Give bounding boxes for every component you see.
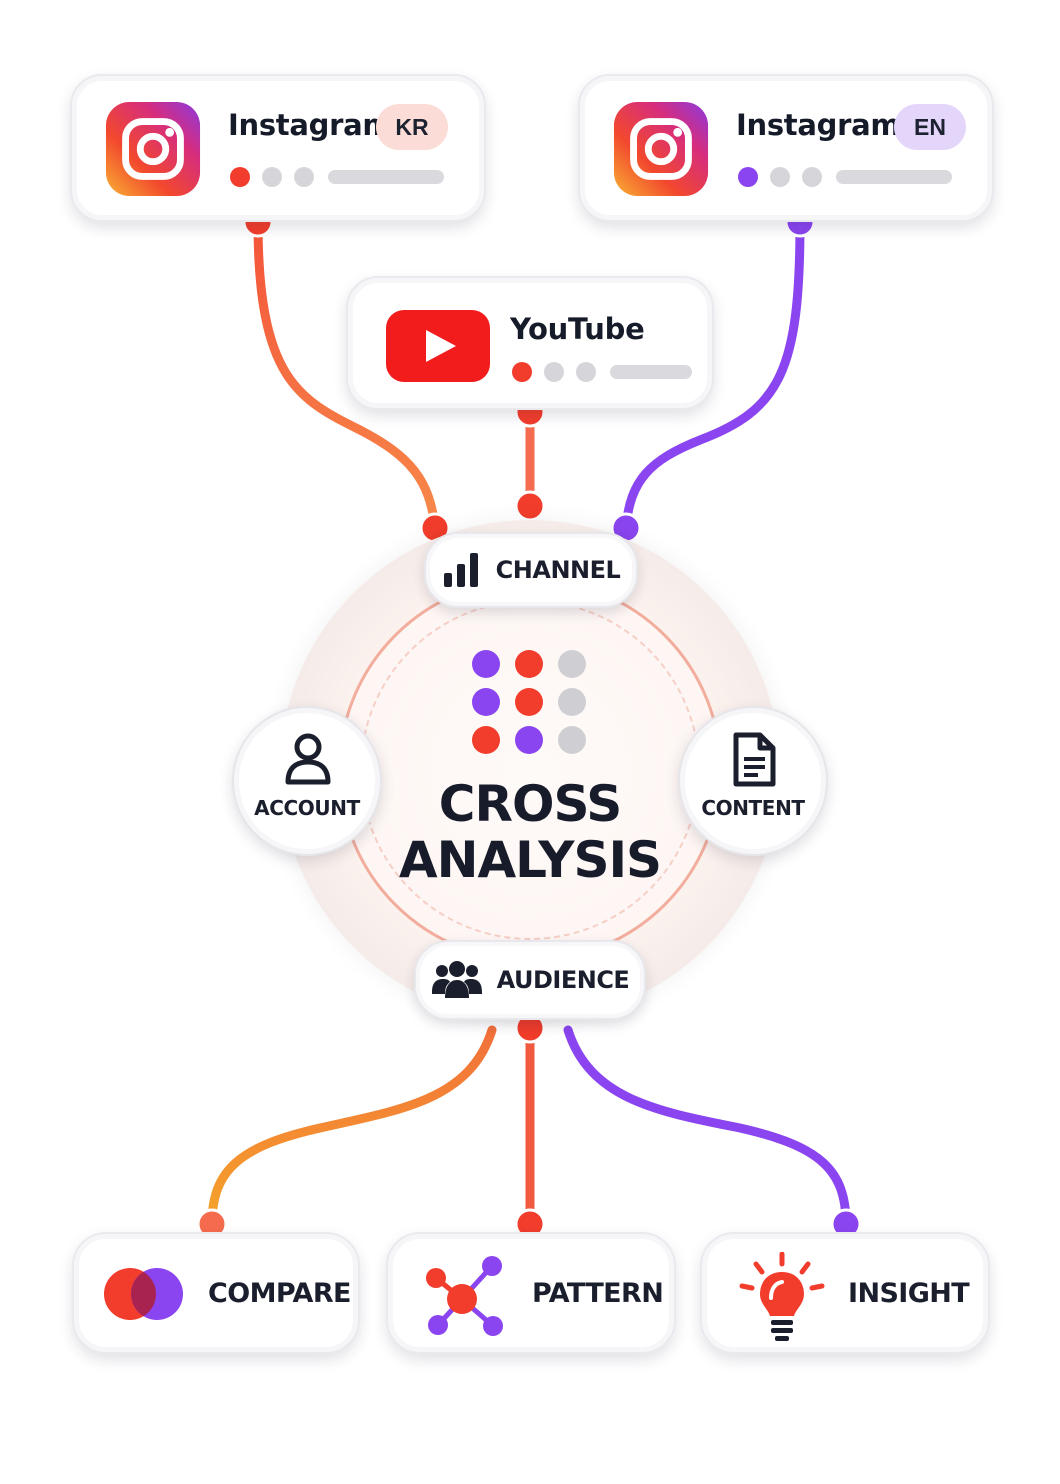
dimension-content[interactable]: CONTENT: [678, 706, 828, 856]
status-indicator: [230, 167, 444, 187]
placeholder-bar: [328, 170, 444, 184]
dimension-audience[interactable]: AUDIENCE: [414, 940, 646, 1020]
dimension-label: CHANNEL: [495, 556, 621, 584]
venn-circles-icon: [104, 1268, 183, 1320]
output-card-insight[interactable]: INSIGHT: [700, 1232, 990, 1354]
grid-dot: [472, 726, 500, 754]
endpoint-dot: [514, 490, 546, 522]
status-indicator: [738, 167, 952, 187]
status-dot: [544, 362, 564, 382]
output-card-pattern[interactable]: PATTERN: [386, 1232, 676, 1354]
status-dot: [230, 167, 250, 187]
grid-dot: [515, 688, 543, 716]
document-icon: [733, 732, 776, 787]
bar-chart-icon: [443, 553, 478, 587]
output-label: COMPARE: [208, 1278, 351, 1309]
status-dot: [576, 362, 596, 382]
platform-name: Instagram: [228, 108, 393, 142]
source-card-instagram-kr[interactable]: Instagram KR: [70, 74, 486, 222]
status-dot: [738, 167, 758, 187]
connector-compare: [207, 1025, 497, 1229]
output-label: INSIGHT: [848, 1278, 970, 1309]
grid-dot: [472, 688, 500, 716]
status-dot: [294, 167, 314, 187]
placeholder-bar: [836, 170, 952, 184]
output-card-compare[interactable]: COMPARE: [72, 1232, 360, 1354]
dimension-label: CONTENT: [701, 796, 805, 820]
status-indicator: [512, 362, 692, 382]
network-nodes-icon: [426, 1256, 503, 1336]
status-dot: [512, 362, 532, 382]
instagram-icon: [613, 101, 709, 197]
platform-name: YouTube: [510, 312, 645, 346]
connector-instagram-kr: [253, 217, 440, 533]
connector-insight: [563, 1025, 851, 1229]
language-badge: KR: [376, 104, 448, 150]
hub-dot-grid: [472, 650, 588, 754]
hub-title-line: CROSS: [438, 775, 622, 833]
youtube-icon: [386, 310, 490, 382]
dimension-channel[interactable]: CHANNEL: [424, 532, 638, 608]
dimension-label: ACCOUNT: [254, 796, 360, 820]
language-badge: EN: [894, 104, 966, 150]
grid-dot: [558, 688, 586, 716]
hub-title-line: ANALYSIS: [398, 831, 662, 889]
placeholder-bar: [610, 365, 692, 379]
lightbulb-icon: [739, 1252, 825, 1341]
status-dot: [770, 167, 790, 187]
source-card-youtube[interactable]: YouTube: [346, 276, 714, 410]
grid-dot: [515, 650, 543, 678]
connector-instagram-en: [621, 217, 805, 533]
user-icon: [285, 733, 331, 785]
hub-title: CROSS ANALYSIS: [330, 776, 730, 888]
platform-name: Instagram: [736, 108, 901, 142]
instagram-icon: [105, 101, 201, 197]
grid-dot: [515, 726, 543, 754]
grid-dot: [558, 726, 586, 754]
source-card-instagram-en[interactable]: Instagram EN: [578, 74, 994, 222]
status-dot: [802, 167, 822, 187]
output-label: PATTERN: [532, 1278, 664, 1309]
group-users-icon: [431, 961, 482, 998]
dimension-label: AUDIENCE: [496, 966, 630, 994]
grid-dot: [558, 650, 586, 678]
status-dot: [262, 167, 282, 187]
dimension-account[interactable]: ACCOUNT: [232, 706, 382, 856]
grid-dot: [472, 650, 500, 678]
